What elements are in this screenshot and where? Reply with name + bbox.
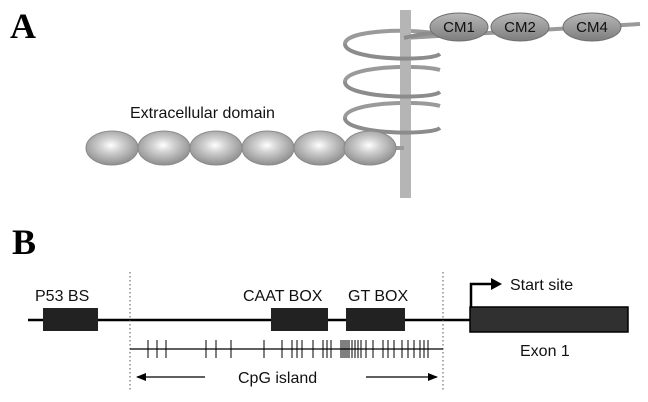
cm4-motif: CM4 — [562, 12, 622, 42]
cm1-motif: CM1 — [429, 12, 489, 42]
cpg-island-label: CpG island — [238, 370, 317, 387]
cm2-label: CM2 — [504, 19, 536, 36]
cm4-label: CM4 — [576, 19, 608, 36]
transmembrane-helix-back — [343, 28, 441, 119]
ig-domain — [343, 130, 397, 166]
start-site-label: Start site — [510, 277, 573, 294]
ig-domain — [189, 130, 243, 166]
extracellular-domain-label: Extracellular domain — [130, 105, 275, 122]
start-site-arrow — [469, 282, 492, 308]
caat-box — [271, 308, 328, 331]
panel-b-label: B — [12, 222, 36, 262]
start-site-arrowhead — [491, 278, 502, 290]
extracellular-domains — [85, 130, 397, 166]
cpg-site-ticks — [147, 340, 429, 358]
gt-label: GT BOX — [348, 288, 408, 305]
exon-1-label: Exon 1 — [520, 343, 570, 360]
cm1-label: CM1 — [443, 19, 475, 36]
cell-membrane — [400, 10, 411, 198]
ig-domain — [293, 130, 347, 166]
cytoplasmic-motifs: CM1 CM2 CM4 — [429, 12, 622, 42]
ig-domain — [241, 130, 295, 166]
transmembrane-helix-front — [343, 31, 442, 135]
p53-label: P53 BS — [35, 288, 89, 305]
gt-box — [346, 308, 405, 331]
caat-label: CAAT BOX — [243, 288, 323, 305]
p53-binding-site-box — [43, 308, 98, 331]
panel-a: A Extracellular domain — [10, 6, 641, 198]
panel-b: B P53 BS CAAT BOX GT BOX Start site Exon… — [12, 222, 629, 392]
ig-domain — [137, 130, 191, 166]
cm2-motif: CM2 — [490, 12, 550, 42]
exon-1-box — [469, 306, 629, 333]
ig-domain — [85, 130, 139, 166]
panel-a-label: A — [10, 6, 36, 46]
